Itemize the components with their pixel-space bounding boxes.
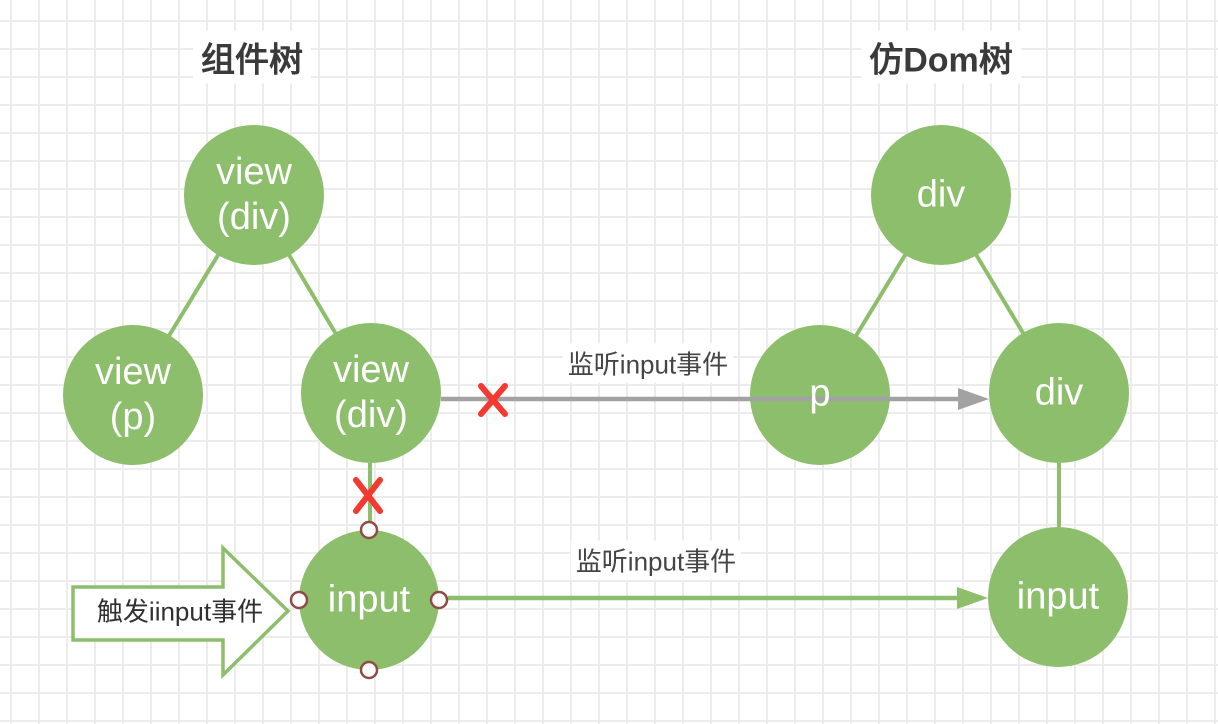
node-left-input-circle[interactable] bbox=[299, 530, 439, 670]
node-left-view-div-circle[interactable] bbox=[301, 323, 441, 463]
component-tree-title[interactable]: 组件树 bbox=[193, 30, 311, 84]
node-label-line: input bbox=[1016, 575, 1100, 618]
node-label-line: view bbox=[332, 349, 410, 391]
selection-handles bbox=[289, 520, 449, 680]
node-left-root-label: view (div) bbox=[216, 150, 292, 240]
node-right-div-circle[interactable] bbox=[989, 323, 1129, 463]
node-label-line: p bbox=[809, 372, 831, 415]
node-label-line: (p) bbox=[109, 396, 157, 438]
node-right-p-circle[interactable] bbox=[750, 325, 890, 465]
node-label-line: view bbox=[215, 151, 293, 193]
node-label-line: view bbox=[94, 351, 172, 393]
red-x-on-left-connector[interactable] bbox=[353, 477, 383, 514]
node-label-line: div bbox=[1034, 371, 1084, 414]
green-arrow-head bbox=[957, 587, 988, 609]
node-label-line: div bbox=[916, 173, 966, 216]
node-left-view-p-label: view (p) bbox=[95, 350, 171, 440]
node-right-root-label: div bbox=[917, 173, 966, 218]
node-right-p-label: p bbox=[809, 372, 830, 417]
gray-listener-arrow[interactable] bbox=[441, 388, 989, 410]
node-left-view-p-circle[interactable] bbox=[63, 325, 203, 465]
node-label-line: (div) bbox=[217, 196, 291, 238]
node-label-line: input bbox=[327, 578, 411, 621]
node-right-root-circle[interactable] bbox=[871, 125, 1011, 265]
node-right-input-circle[interactable] bbox=[988, 527, 1128, 667]
selection-handle-bottom[interactable] bbox=[359, 660, 379, 680]
trigger-callout-arrow[interactable] bbox=[71, 543, 291, 680]
mock-dom-tree-title[interactable]: 仿Dom树 bbox=[861, 30, 1021, 84]
selection-handle-left[interactable] bbox=[289, 590, 309, 610]
red-x-stroke bbox=[478, 383, 508, 417]
trigger-input-event-label[interactable]: 触发iinput事件 bbox=[96, 596, 264, 627]
selection-handle-right[interactable] bbox=[429, 590, 449, 610]
node-right-div-label: div bbox=[1035, 371, 1084, 416]
node-left-root-circle[interactable] bbox=[184, 125, 324, 265]
listen-input-label-bottom[interactable]: 监听input事件 bbox=[570, 540, 742, 580]
selection-handle-top[interactable] bbox=[359, 520, 379, 540]
red-x-stroke bbox=[353, 477, 383, 514]
node-left-input-label: input bbox=[328, 578, 410, 623]
node-left-view-div-label: view (div) bbox=[333, 348, 409, 438]
node-label-line: (div) bbox=[334, 394, 408, 436]
red-x-on-gray-arrow[interactable] bbox=[478, 383, 508, 417]
node-right-input-label: input bbox=[1017, 575, 1099, 620]
green-listener-arrow[interactable] bbox=[448, 587, 988, 609]
tree-nodes bbox=[63, 125, 1129, 670]
listen-input-label-top[interactable]: 监听input事件 bbox=[562, 343, 734, 383]
gray-arrow-head bbox=[958, 388, 989, 410]
